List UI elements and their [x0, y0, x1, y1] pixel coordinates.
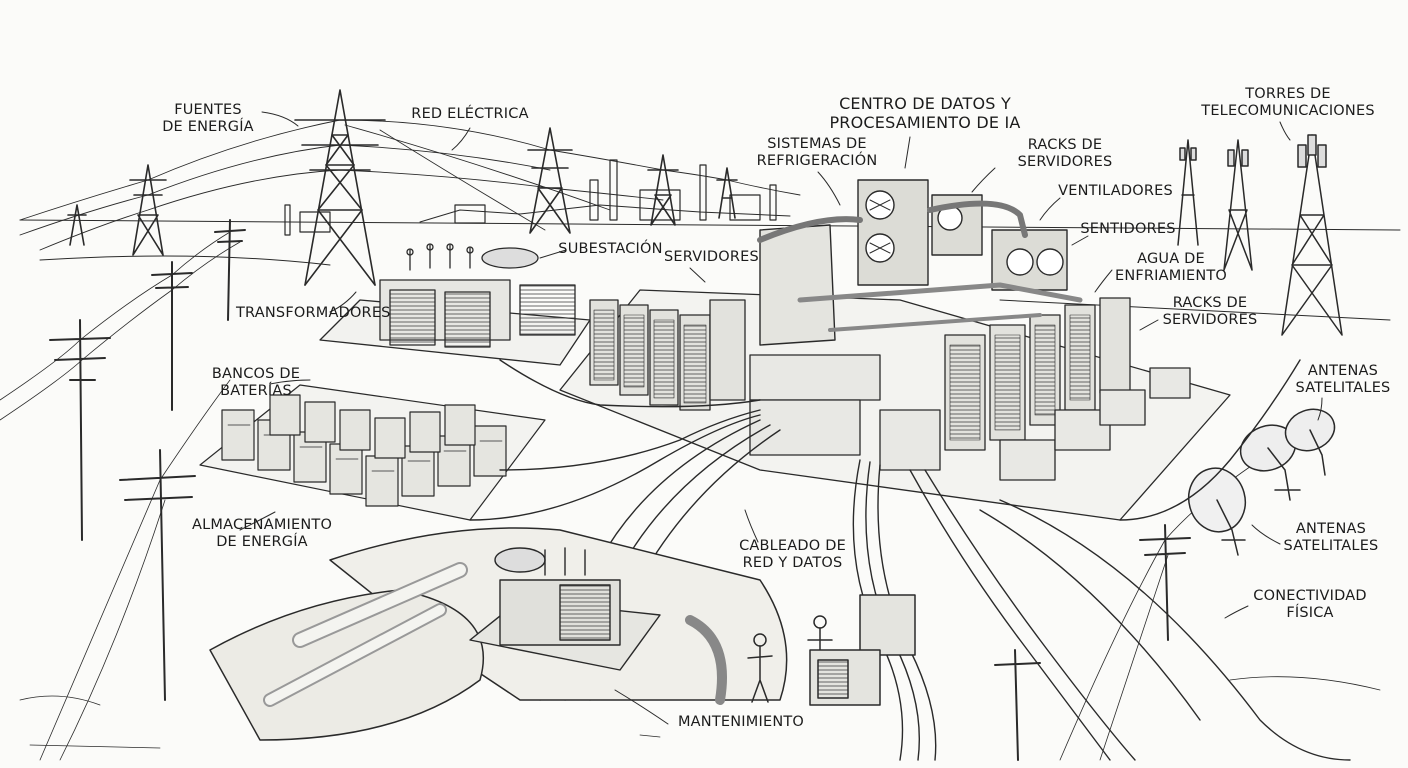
satellite-dishes	[1187, 408, 1336, 556]
transmission-towers	[67, 89, 738, 286]
label-antenas-satelitales-1: ANTENAS SATELITALES	[1295, 363, 1391, 396]
power-lines	[19, 119, 801, 251]
factory-skyline	[284, 159, 777, 236]
label-servidores: SERVIDORES	[664, 249, 759, 265]
label-ventiladores: VENTILADORES	[1058, 183, 1173, 199]
label-torres-telecom: TORRES DE TELECOMUNICACIONES	[1201, 86, 1375, 119]
maintenance-transformer	[469, 547, 661, 671]
server-racks	[559, 289, 1231, 521]
label-transformadores: TRANSFORMADORES	[236, 305, 391, 321]
label-bancos-baterias: BANCOS DE BATERÍAS	[211, 366, 301, 399]
label-agua-enfriamiento: AGUA DE ENFRIAMIENTO	[1114, 251, 1228, 284]
label-sentidores: SENTIDORES	[1080, 221, 1176, 237]
utility-poles	[49, 219, 1191, 761]
label-cableado-red-datos: CABLEADO DE RED Y DATOS	[739, 538, 846, 571]
label-antenas-satelitales-2: ANTENAS SATELITALES	[1283, 521, 1379, 554]
label-almacenamiento-energia: ALMACENAMIENTO DE ENERGÍA	[192, 517, 333, 550]
label-subestacion: SUBESTACIÓN	[558, 241, 663, 257]
label-racks-servidores-top: RACKS DE SERVIDORES	[1017, 137, 1113, 170]
label-sistemas-refrigeracion: SISTEMAS DE REFRIGERACIÓN	[756, 136, 878, 169]
telecom-towers	[1177, 134, 1343, 336]
label-centro-datos: CENTRO DE DATOS Y PROCESAMIENTO DE IA	[829, 94, 1021, 132]
label-mantenimiento: MANTENIMIENTO	[677, 714, 805, 730]
label-racks-servidores-mid: RACKS DE SERVIDORES	[1162, 295, 1258, 328]
cooling-systems	[757, 179, 1083, 346]
label-red-electrica: RED ELÉCTRICA	[411, 106, 529, 122]
label-fuentes-energia: FUENTES DE ENERGÍA	[162, 102, 254, 135]
excavation-trench	[209, 527, 788, 741]
maintenance-workers	[747, 594, 916, 706]
leader-lines	[239, 111, 1323, 725]
label-conectividad-fisica: CONECTIVIDAD FÍSICA	[1253, 588, 1367, 621]
battery-banks	[199, 384, 546, 521]
ground-strokes	[19, 676, 1381, 749]
pole-wires	[0, 231, 1261, 761]
